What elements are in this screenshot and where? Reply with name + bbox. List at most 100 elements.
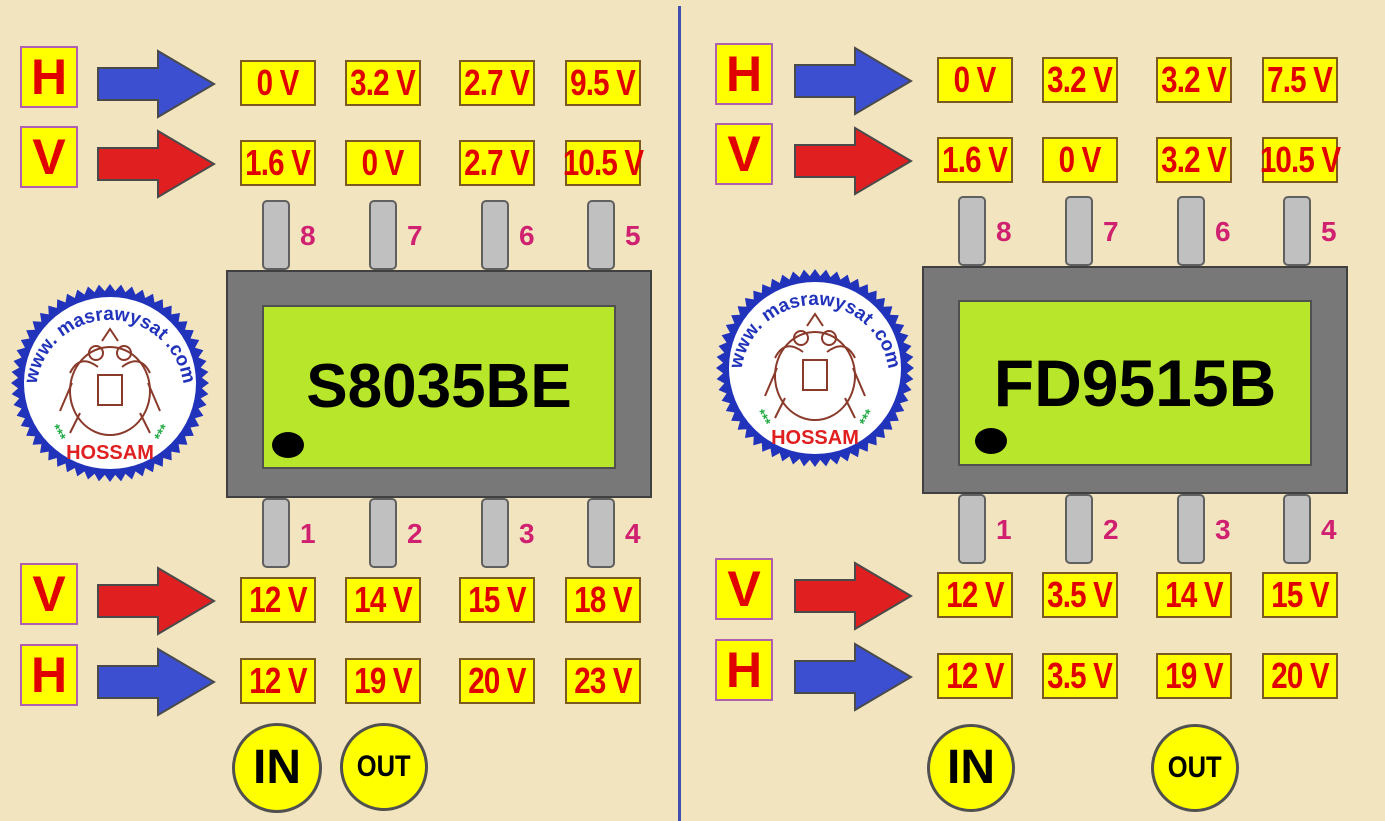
value-text: 2.7 V [464, 62, 531, 103]
bottom-pin-lead [1283, 494, 1311, 564]
top-pin-number: 6 [1215, 216, 1231, 247]
value-text: 12 V [249, 579, 307, 620]
chip-part-number: S8035BE [306, 352, 572, 421]
bottom-v-arrow [794, 561, 913, 631]
bottom-pin-lead [262, 498, 290, 568]
in-circle: IN [232, 723, 322, 813]
bottom-pin-lead [587, 498, 615, 568]
value-text: 3.2 V [350, 62, 417, 103]
top-v-value-pin: 1.6 V [240, 140, 316, 186]
chip-label-area: S8035BE [262, 305, 616, 469]
out-circle: OUT [1151, 724, 1239, 812]
bottom-h-value-pin: 19 V [345, 658, 421, 704]
top-v-value-pin: 10.5 V [1259, 137, 1341, 183]
bottom-h-label: H [20, 644, 78, 706]
chip-label-area: FD9515B [958, 300, 1312, 466]
bottom-pin-number: 2 [1103, 514, 1119, 545]
top-h-label: H [20, 46, 78, 108]
value-text: 0 V [954, 59, 997, 100]
out-text: OUT [357, 750, 411, 783]
value-text: 14 V [1165, 574, 1223, 615]
bottom-v-value-pin: 18 V [565, 577, 641, 623]
panel-divider [678, 6, 681, 821]
top-pin-lead [1283, 196, 1311, 266]
seal-stars-right: *** [151, 421, 173, 444]
top-v-value-pin: 1.6 V [937, 137, 1013, 183]
value-text: 3.2 V [1047, 59, 1114, 100]
bottom-pin-lead [958, 494, 986, 564]
top-h-value-pin: 0 V [937, 57, 1013, 103]
bottom-h-label: H [715, 639, 773, 701]
top-pin-number: 7 [407, 220, 423, 251]
top-pin-lead [1065, 196, 1093, 266]
value-text: 20 V [468, 660, 526, 701]
value-text: 7.5 V [1267, 59, 1334, 100]
bottom-pin-number: 1 [996, 514, 1012, 545]
value-text: 15 V [468, 579, 526, 620]
seal-stars-left: *** [47, 421, 69, 444]
out-circle: OUT [340, 723, 428, 811]
value-text: 15 V [1271, 574, 1329, 615]
value-text: 10.5 V [1259, 139, 1341, 180]
value-text: 12 V [946, 574, 1004, 615]
bottom-v-label: V [20, 563, 78, 625]
in-circle: IN [927, 724, 1015, 812]
bottom-h-value-pin: 12 V [937, 653, 1013, 699]
top-h-label: H [715, 43, 773, 105]
top-pin-number: 5 [1321, 216, 1337, 247]
top-v-value-pin: 3.2 V [1156, 137, 1232, 183]
top-pin-lead [958, 196, 986, 266]
bottom-h-arrow [97, 647, 216, 717]
bottom-pin-number: 2 [407, 518, 423, 549]
out-text: OUT [1168, 751, 1222, 784]
value-text: 9.5 V [570, 62, 637, 103]
value-text: 20 V [1271, 655, 1329, 696]
top-v-arrow [97, 129, 216, 199]
top-h-value-pin: 0 V [240, 60, 316, 106]
bottom-pin-lead [369, 498, 397, 568]
bottom-h-value-pin: 23 V [565, 658, 641, 704]
top-h-value-pin: 3.2 V [1156, 57, 1232, 103]
value-text: 0 V [362, 142, 405, 183]
value-text: 14 V [354, 579, 412, 620]
bottom-v-value-pin: 15 V [459, 577, 535, 623]
seal-stars-left: *** [752, 406, 774, 429]
top-v-value-pin: 0 V [1042, 137, 1118, 183]
bottom-pin-number: 3 [519, 518, 535, 549]
value-text: 23 V [574, 660, 632, 701]
top-h-arrow [794, 46, 913, 116]
bottom-v-arrow [97, 566, 216, 636]
value-text: 0 V [257, 62, 300, 103]
eagle-emblem-icon [59, 327, 161, 436]
bottom-h-value-pin: 19 V [1156, 653, 1232, 699]
pin1-marker-dot [272, 432, 304, 458]
value-text: 19 V [1165, 655, 1223, 696]
bottom-h-value-pin: 3.5 V [1042, 653, 1118, 699]
bottom-pin-number: 4 [625, 518, 641, 549]
bottom-v-value-pin: 14 V [345, 577, 421, 623]
top-h-value-pin: 2.7 V [459, 60, 535, 106]
top-pin-lead [481, 200, 509, 270]
bottom-h-value-pin: 12 V [240, 658, 316, 704]
value-text: 3.2 V [1161, 59, 1228, 100]
value-text: 12 V [946, 655, 1004, 696]
bottom-pin-number: 1 [300, 518, 316, 549]
top-v-value-pin: 10.5 V [563, 140, 644, 186]
value-text: 2.7 V [464, 142, 531, 183]
top-pin-lead [1177, 196, 1205, 266]
bottom-v-value-pin: 12 V [937, 572, 1013, 618]
bottom-pin-number: 3 [1215, 514, 1231, 545]
value-text: 12 V [249, 660, 307, 701]
value-text: 0 V [1059, 139, 1102, 180]
top-v-value-pin: 2.7 V [459, 140, 535, 186]
bottom-h-value-pin: 20 V [1262, 653, 1338, 699]
top-v-label: V [20, 126, 78, 188]
chip-part-number: FD9515B [993, 346, 1277, 420]
top-h-value-pin: 9.5 V [565, 60, 641, 106]
value-text: 18 V [574, 579, 632, 620]
seal-stars-right: *** [856, 406, 878, 429]
